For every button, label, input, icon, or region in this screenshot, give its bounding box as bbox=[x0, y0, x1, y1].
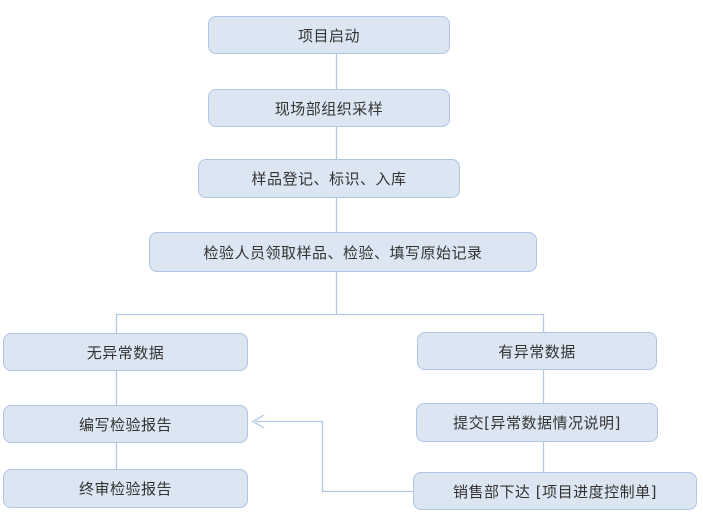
node-final-review-report: 终审检验报告 bbox=[3, 469, 248, 508]
node-field-sampling: 现场部组织采样 bbox=[208, 89, 450, 127]
node-project-start: 项目启动 bbox=[208, 16, 450, 54]
node-write-report: 编写检验报告 bbox=[3, 405, 248, 443]
node-abnormal-data: 有异常数据 bbox=[417, 332, 657, 370]
node-submit-abnormal-note: 提交[异常数据情况说明] bbox=[416, 403, 658, 442]
node-inspection-record: 检验人员领取样品、检验、填写原始记录 bbox=[149, 232, 537, 272]
node-sales-control-sheet: 销售部下达 [项目进度控制单] bbox=[413, 472, 697, 510]
node-no-abnormal-data: 无异常数据 bbox=[3, 333, 248, 371]
arrowhead-left-icon bbox=[251, 414, 265, 429]
edge-sales-write-feedback bbox=[256, 420, 413, 493]
node-sample-registration: 样品登记、标识、入库 bbox=[198, 159, 460, 198]
